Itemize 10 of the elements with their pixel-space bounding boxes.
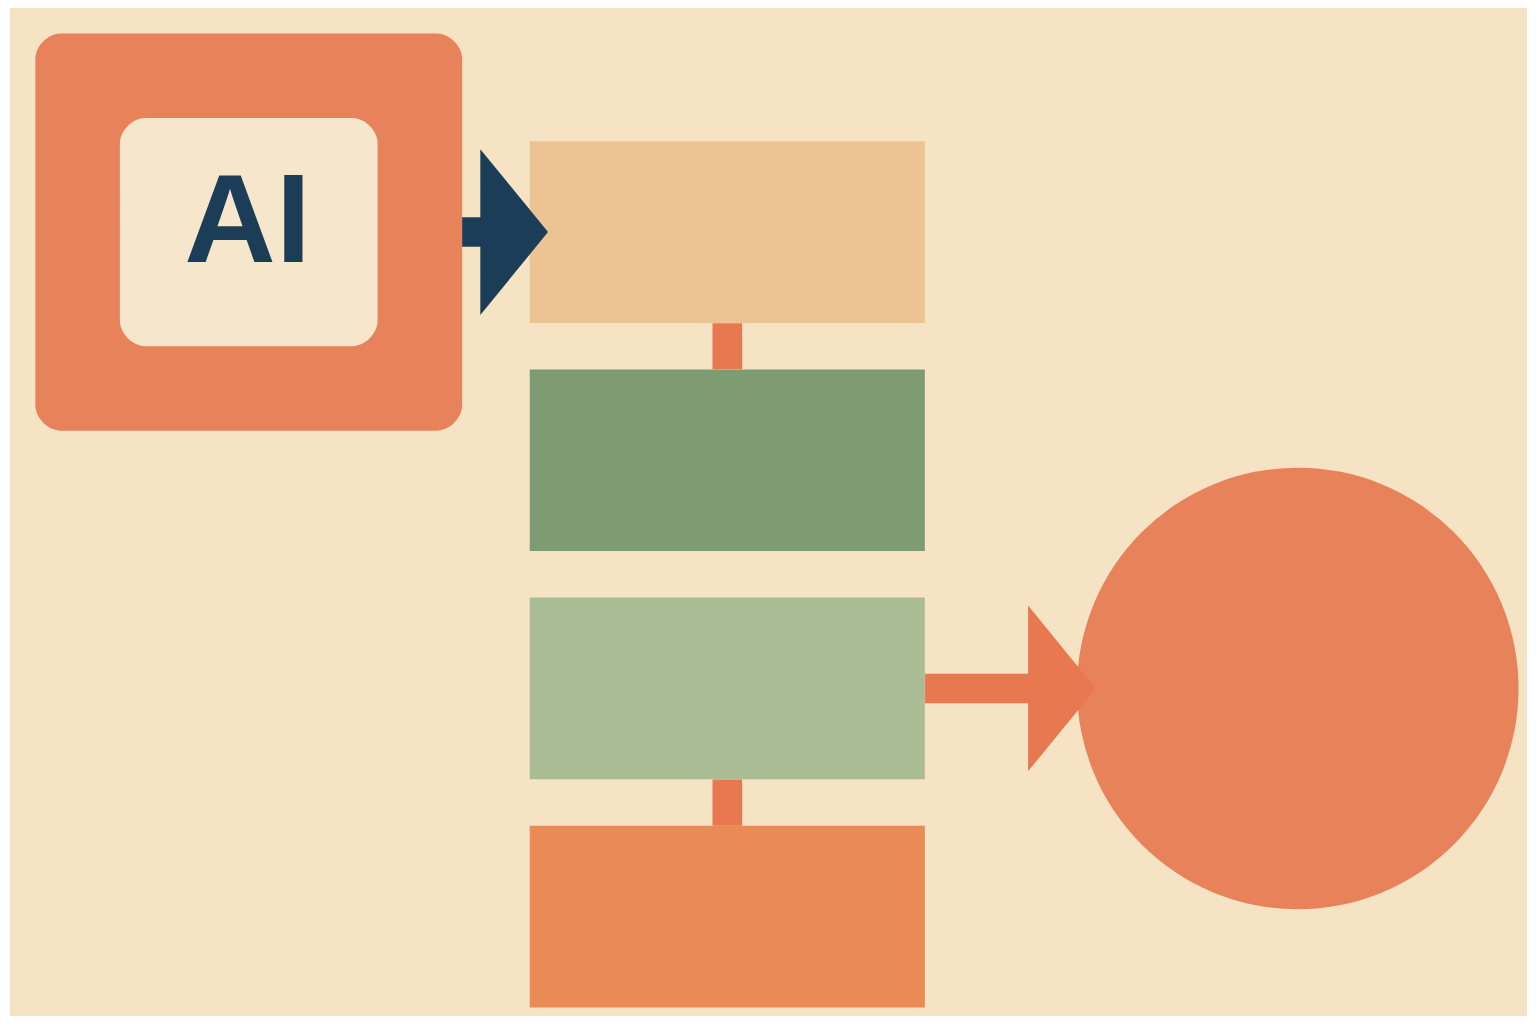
connector <box>712 779 742 826</box>
node-box: AI <box>119 117 378 347</box>
node-circle <box>1076 467 1519 910</box>
node-box <box>529 825 925 1008</box>
node-box <box>529 369 925 552</box>
node-box <box>529 597 925 780</box>
node-box <box>529 141 925 323</box>
arrow <box>924 605 1096 772</box>
connector <box>712 323 742 370</box>
arrow <box>461 149 548 315</box>
